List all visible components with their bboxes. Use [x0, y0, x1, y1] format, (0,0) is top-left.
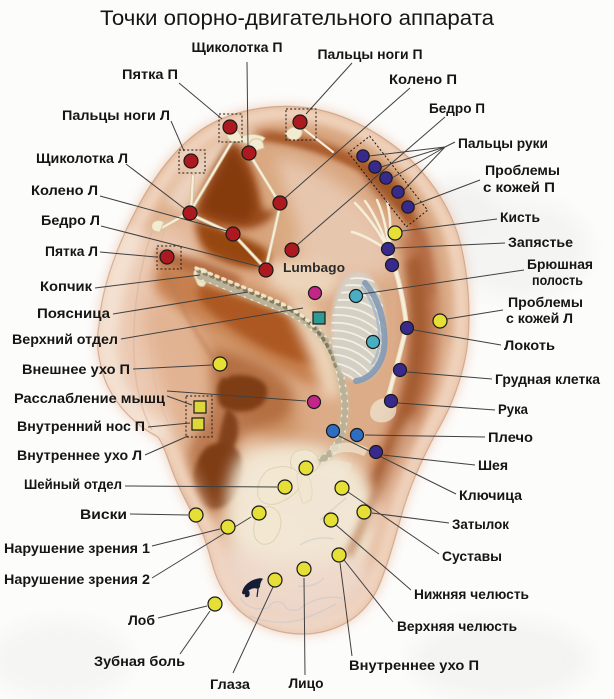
- svg-text:Ключица: Ключица: [459, 487, 522, 503]
- svg-text:полость: полость: [532, 272, 583, 288]
- svg-text:Нижняя челюсть: Нижняя челюсть: [414, 586, 529, 602]
- svg-text:Бедро П: Бедро П: [429, 100, 485, 116]
- svg-text:Расслабление мышц: Расслабление мышц: [14, 390, 165, 406]
- svg-text:Шейный отдел: Шейный отдел: [24, 476, 122, 492]
- svg-text:Проблемы: Проблемы: [485, 162, 560, 178]
- svg-text:Лицо: Лицо: [289, 675, 324, 691]
- svg-text:Внешнее ухо П: Внешнее ухо П: [22, 361, 130, 377]
- svg-text:Лоб: Лоб: [128, 612, 155, 628]
- svg-text:Суставы: Суставы: [442, 548, 502, 564]
- svg-text:Внутренний нос П: Внутренний нос П: [17, 418, 145, 434]
- svg-text:Нарушение зрения 2: Нарушение зрения 2: [4, 571, 150, 587]
- svg-text:Пятка Л: Пятка Л: [45, 243, 98, 259]
- svg-text:Кисть: Кисть: [500, 209, 540, 225]
- svg-text:Глаза: Глаза: [210, 676, 250, 692]
- svg-text:с кожей Л: с кожей Л: [506, 310, 573, 326]
- svg-text:Точки опорно-двигательного апп: Точки опорно-двигательного аппарата: [100, 6, 494, 30]
- svg-text:Затылок: Затылок: [452, 516, 510, 532]
- svg-text:Зубная боль: Зубная боль: [94, 653, 185, 669]
- svg-text:Бедро Л: Бедро Л: [41, 212, 100, 228]
- svg-text:Копчик: Копчик: [40, 278, 93, 294]
- svg-text:Грудная клетка: Грудная клетка: [495, 371, 600, 387]
- svg-text:Брюшная: Брюшная: [527, 256, 593, 272]
- svg-text:Пятка П: Пятка П: [122, 66, 178, 82]
- svg-text:Верхняя челюсть: Верхняя челюсть: [397, 618, 517, 634]
- svg-text:Виски: Виски: [80, 506, 127, 522]
- svg-text:Проблемы: Проблемы: [508, 294, 583, 310]
- svg-text:Шея: Шея: [478, 457, 508, 473]
- svg-text:Плечо: Плечо: [488, 429, 533, 445]
- svg-text:Внутреннее ухо Л: Внутреннее ухо Л: [17, 447, 142, 463]
- svg-text:Пальцы ноги П: Пальцы ноги П: [318, 46, 423, 62]
- svg-text:Поясница: Поясница: [37, 305, 110, 321]
- svg-text:Верхний отдел: Верхний отдел: [12, 331, 118, 347]
- svg-text:Локоть: Локоть: [504, 337, 555, 353]
- svg-text:Рука: Рука: [498, 401, 528, 417]
- svg-text:Щиколотка Л: Щиколотка Л: [36, 150, 128, 166]
- svg-text:с кожей П: с кожей П: [483, 179, 555, 195]
- svg-text:Щиколотка П: Щиколотка П: [192, 39, 283, 55]
- svg-text:Колено П: Колено П: [389, 71, 457, 87]
- svg-text:Пальцы ноги Л: Пальцы ноги Л: [62, 107, 170, 123]
- svg-text:Колено Л: Колено Л: [31, 182, 98, 198]
- svg-text:Нарушение зрения 1: Нарушение зрения 1: [4, 540, 150, 556]
- svg-text:Lumbago: Lumbago: [283, 260, 345, 275]
- svg-text:Запястье: Запястье: [508, 234, 573, 250]
- svg-text:Внутреннее ухо П: Внутреннее ухо П: [349, 657, 479, 673]
- svg-text:Пальцы руки: Пальцы руки: [458, 135, 548, 151]
